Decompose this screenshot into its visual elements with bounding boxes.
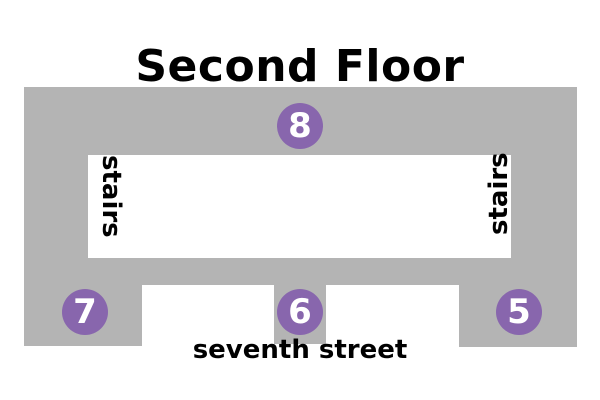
inner-courtyard: [88, 155, 511, 258]
stairs-label-right: stairs: [484, 152, 514, 235]
marker-number: 8: [288, 106, 312, 146]
stairs-label-left: stairs: [96, 155, 126, 238]
marker-number: 6: [288, 292, 312, 332]
street-label: seventh street: [192, 335, 408, 365]
location-marker-5[interactable]: 5: [496, 289, 542, 335]
marker-number: 5: [507, 292, 531, 332]
location-marker-6[interactable]: 6: [277, 289, 323, 335]
floor-title: Second Floor: [135, 41, 465, 92]
location-marker-8[interactable]: 8: [277, 103, 323, 149]
marker-number: 7: [73, 292, 97, 332]
corridor-bottom: [24, 258, 577, 285]
location-marker-7[interactable]: 7: [62, 289, 108, 335]
